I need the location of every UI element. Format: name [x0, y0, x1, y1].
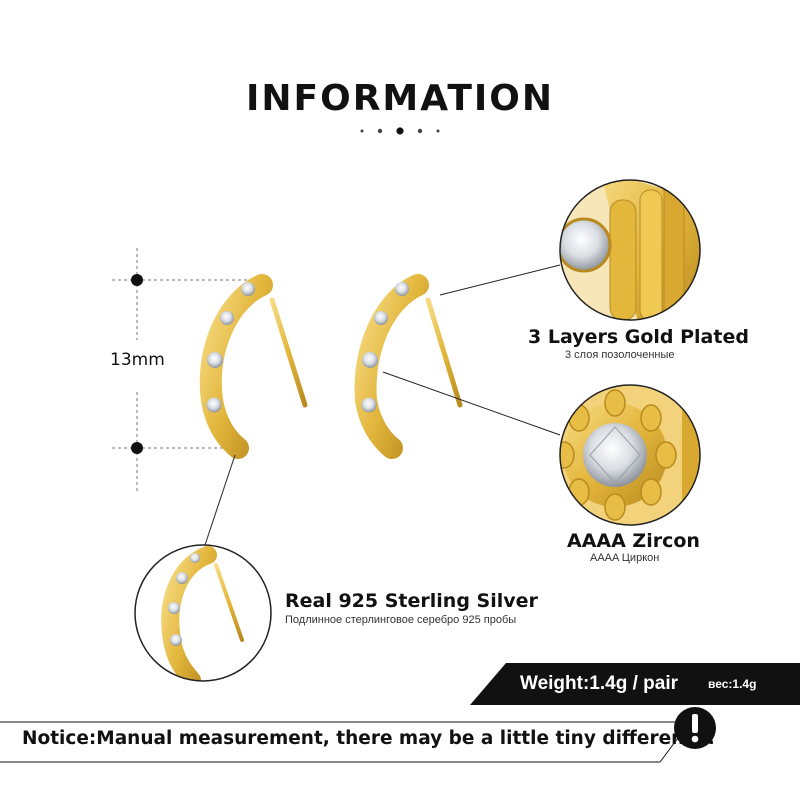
- callout-lines: [204, 264, 561, 546]
- dimension-label: 13mm: [110, 350, 165, 370]
- plating-title: 3 Layers Gold Plated: [528, 326, 749, 348]
- plating-feature: 3 Layers Gold Plated: [528, 326, 749, 348]
- earring-left: [199, 274, 308, 459]
- weight-label-ru: вес:1.4g: [708, 677, 757, 691]
- detail-circle-silver: [134, 544, 272, 682]
- measurement-guides: [112, 248, 255, 492]
- page-title: INFORMATION: [245, 78, 554, 119]
- material-feature: Real 925 Sterling Silver: [285, 590, 538, 612]
- material-title: Real 925 Sterling Silver: [285, 590, 538, 612]
- detail-circle-zircon: [559, 384, 701, 526]
- plating-subtitle: 3 слоя позолоченные: [565, 349, 675, 361]
- detail-circle-plating: [559, 179, 701, 321]
- notice-text: Notice:Manual measurement, there may be …: [22, 728, 715, 749]
- exclamation-icon: [674, 707, 716, 749]
- weight-label: Weight:1.4g / pair: [520, 673, 679, 694]
- title-divider-dots: [360, 127, 440, 135]
- earring-right: [354, 274, 463, 459]
- weight-banner: [470, 663, 800, 705]
- stone-subtitle: AAAA Циркон: [590, 552, 660, 564]
- stone-feature: AAAA Zircon: [567, 530, 700, 552]
- stone-title: AAAA Zircon: [567, 530, 700, 552]
- material-subtitle: Подлинное стерлинговое серебро 925 пробы: [285, 614, 517, 626]
